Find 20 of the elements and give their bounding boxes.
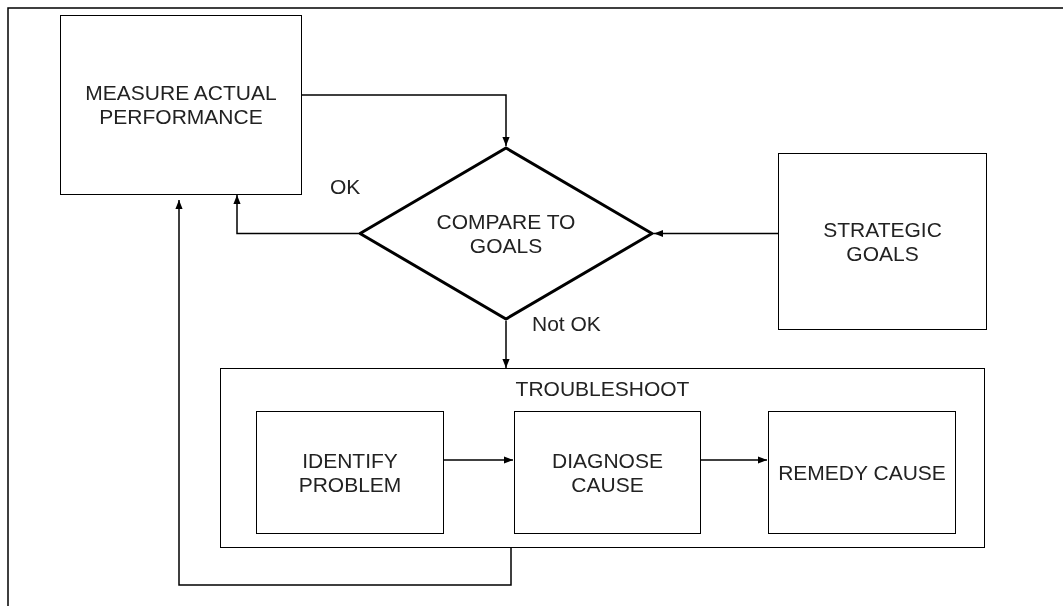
arrow: [653, 229, 779, 238]
group-heading: TROUBLESHOOT: [514, 377, 691, 401]
arrow: [175, 199, 512, 586]
process-box: [778, 153, 987, 330]
arrow: [442, 456, 514, 464]
node-label: DIAGNOSE CAUSE: [551, 448, 664, 497]
arrow: [699, 456, 768, 464]
process-box: [60, 15, 302, 195]
group-box: [220, 368, 985, 548]
node-label: REMEDY CAUSE: [778, 460, 946, 485]
node-label: COMPARE TO GOALS: [435, 209, 577, 258]
node-label: STRATEGIC GOALS: [822, 217, 943, 266]
process-box: [514, 411, 701, 534]
process-box: [768, 411, 956, 534]
arrow: [233, 194, 359, 235]
arrow: [301, 94, 510, 147]
node-label: IDENTIFY PROBLEM: [297, 448, 403, 497]
node-label: MEASURE ACTUAL PERFORMANCE: [84, 81, 278, 129]
process-box: [256, 411, 444, 534]
arrow: [502, 320, 510, 369]
